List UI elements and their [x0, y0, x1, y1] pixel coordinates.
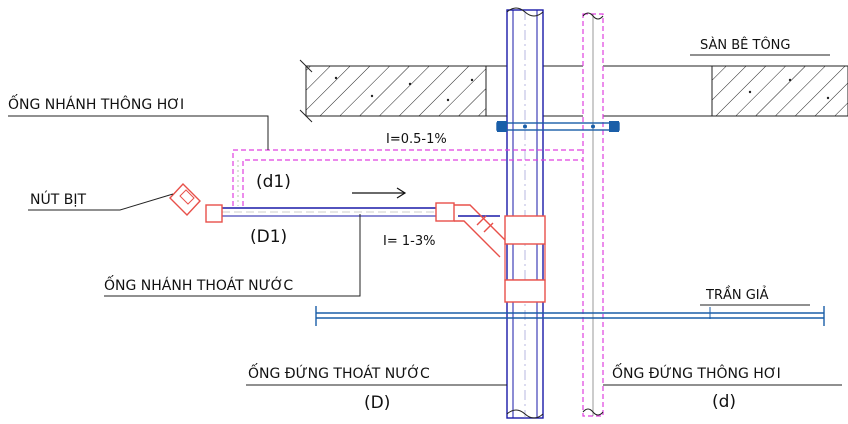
drain-branch-diameter-label: (D1)	[250, 227, 288, 247]
vent-stack-diameter-label: (d)	[712, 392, 737, 412]
drain-stack-pipe	[506, 7, 544, 419]
coupling-fitting	[435, 202, 455, 222]
wye-body-fitting	[504, 215, 546, 303]
vent-slope-label: I=0.5-1%	[386, 132, 447, 147]
wye-branch-fitting	[454, 204, 509, 258]
drain-stack-diameter-label: (D)	[364, 393, 391, 413]
vent-branch-pipe	[232, 149, 583, 206]
vent-stack-pipe	[582, 12, 604, 417]
vent-stack-label: ỐNG ĐỨNG THÔNG HƠI	[612, 366, 781, 382]
plug-label: NÚT BỊT	[30, 192, 87, 208]
drain-slope-label: I= 1-3%	[383, 234, 436, 249]
leader-lines	[8, 115, 842, 386]
drain-branch-label: ỐNG NHÁNH THOÁT NƯỚC	[104, 278, 294, 294]
slab-label: SÀN BÊ TÔNG	[700, 38, 791, 53]
pipe-clamp-bracket	[496, 121, 620, 132]
flow-arrow-icon	[352, 187, 407, 199]
vent-branch-label: ỐNG NHÁNH THÔNG HƠI	[8, 97, 185, 113]
false-ceiling	[315, 306, 825, 326]
ceiling-label: TRẦN GIẢ	[706, 288, 769, 303]
end-plug-fitting	[169, 182, 223, 223]
concrete-slab	[299, 59, 848, 123]
drain-branch-pipe	[222, 207, 500, 217]
drain-stack-label: ỐNG ĐỨNG THOÁT NƯỚC	[248, 366, 430, 382]
vent-branch-diameter-label: (d1)	[256, 172, 291, 192]
